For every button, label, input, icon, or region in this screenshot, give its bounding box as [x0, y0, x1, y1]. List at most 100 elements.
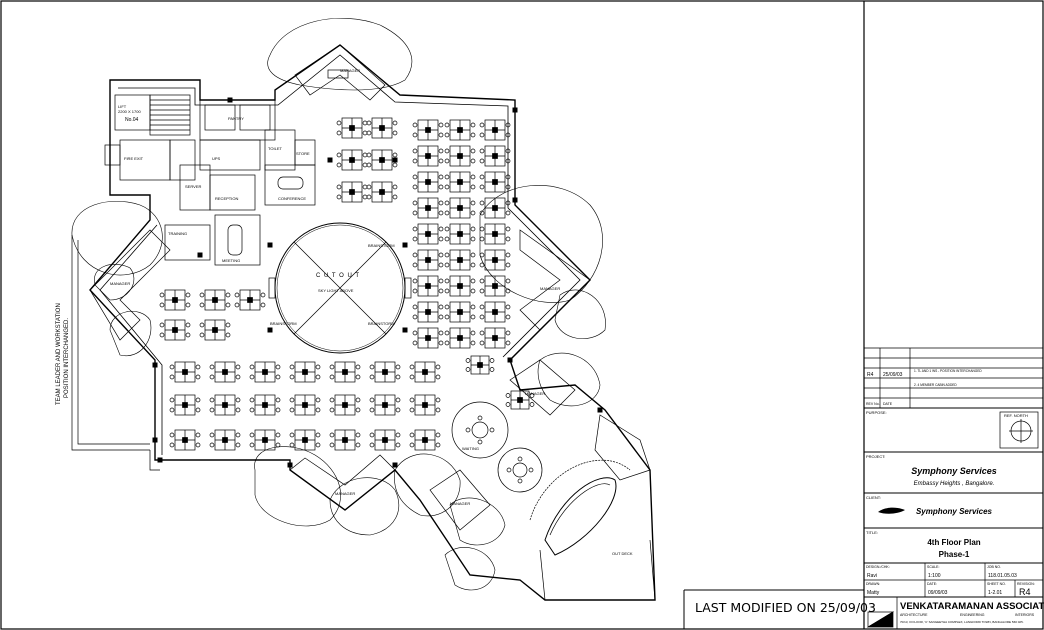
project-name: Symphony Services	[911, 466, 997, 476]
drawing-title-line1: 4th Floor Plan	[927, 538, 980, 547]
tree-canopies	[71, 18, 606, 591]
workstation-cluster	[412, 119, 444, 141]
training-label: TRAINING	[168, 231, 187, 236]
structural-column	[327, 157, 333, 163]
workstation-cluster	[444, 197, 476, 219]
workstation-cluster	[444, 119, 476, 141]
revision-label: REVISION:	[1017, 582, 1035, 586]
workstation-cluster	[249, 429, 281, 451]
workstation-cluster	[409, 429, 441, 451]
out-deck-label: OUT DECK	[612, 551, 633, 556]
side-note: TEAM LEADER AND WORKSTATION POSITION INT…	[56, 303, 70, 405]
workstation-cluster	[209, 429, 241, 451]
workstation-cluster	[479, 223, 511, 245]
purpose-label: PURPOSE:	[866, 410, 887, 415]
workstation-cluster	[479, 327, 511, 349]
client-label: CLIENT:	[866, 495, 881, 500]
workstation-cluster	[412, 327, 444, 349]
workstation-cluster	[369, 394, 401, 416]
workstation-cluster	[412, 223, 444, 245]
revision-header-date: DATE	[883, 402, 893, 406]
workstation-cluster	[209, 394, 241, 416]
workstation-cluster	[199, 319, 231, 341]
workstation-cluster	[409, 394, 441, 416]
workstation-cluster	[505, 390, 535, 410]
revision-r4-desc-2: 2. 4 MEMBER CABIN ADDED	[914, 383, 957, 387]
workstation-cluster	[199, 289, 231, 311]
revision-header-rev: REV No.	[866, 402, 880, 406]
workstation-cluster	[479, 249, 511, 271]
workstation-cluster	[444, 171, 476, 193]
structural-column	[512, 107, 518, 113]
structural-column	[597, 407, 603, 413]
lift-label: LIFT	[118, 104, 127, 109]
structural-column	[267, 327, 273, 333]
lift-number-label: No.04	[125, 117, 139, 123]
workstation-cluster	[289, 394, 321, 416]
workstation-cluster	[409, 361, 441, 383]
ups-label: UPS	[212, 156, 221, 161]
structural-column	[392, 157, 398, 163]
structural-column	[152, 437, 158, 443]
ref-north-label: REF. NORTH	[1004, 413, 1028, 418]
workstation-cluster	[479, 171, 511, 193]
structural-column	[197, 252, 203, 258]
workstation-cluster	[465, 355, 495, 375]
client-logo-icon	[878, 507, 905, 514]
brainstorm-label-top: BRAINSTORM	[368, 243, 395, 248]
workstation-cluster	[169, 394, 201, 416]
structural-column	[152, 362, 158, 368]
job-no-label: JOB NO.	[987, 565, 1001, 569]
manager-label-right: MANAGER	[540, 286, 560, 291]
title-block	[864, 347, 1043, 629]
store-label: STORE	[296, 151, 310, 156]
meeting-label: MEETING	[222, 258, 240, 263]
drawn-label: DRAWN:	[866, 582, 880, 586]
corridor-left	[71, 235, 160, 471]
revision-r4-number: R4	[867, 372, 874, 378]
design-chk-label: DESIGN./CHK:	[866, 565, 890, 569]
side-note-line1: TEAM LEADER AND WORKSTATION	[56, 303, 62, 405]
structural-column	[402, 242, 408, 248]
structural-column	[227, 97, 233, 103]
job-no-value: 118.01.05.03	[988, 573, 1017, 579]
workstation-cluster	[289, 429, 321, 451]
server-label: SERVER	[185, 184, 201, 189]
manager-label-top: MANAGER	[340, 68, 360, 73]
structural-columns	[152, 97, 603, 468]
lift-size-label: 2200 X 1700	[118, 109, 141, 114]
project-location: Embassy Heights , Bangalore.	[914, 481, 995, 487]
structural-column	[402, 327, 408, 333]
project-label: PROJECT:	[866, 454, 885, 459]
workstation-cluster	[336, 181, 368, 203]
workstation-cluster	[444, 145, 476, 167]
workstation-cluster	[369, 429, 401, 451]
manager-cabins: MANAGER MANAGER MANAGER MANAGER MANAGER …	[89, 44, 591, 531]
pantry-label: PANTRY	[228, 116, 244, 121]
workstation-cluster	[366, 149, 398, 171]
toilet-label: TOILET	[268, 146, 282, 151]
workstation-cluster	[412, 145, 444, 167]
firm-name: VENKATARAMANAN ASSOCIATES	[900, 601, 1044, 612]
workstation-cluster	[412, 249, 444, 271]
workstation-cluster	[479, 301, 511, 323]
design-chk-value: Ravi	[867, 573, 877, 579]
sheet-no-value: 1-2.01	[988, 590, 1002, 596]
firm-address: 70/13, III FLOOR, 'C' SANGEETHA COMPLEX,…	[900, 620, 1024, 624]
workstation-cluster	[169, 361, 201, 383]
client-name: Symphony Services	[916, 507, 993, 516]
workstation-cluster	[289, 361, 321, 383]
service-rooms: PANTRY UPS SERVER RECEPTION TOILET STORE	[179, 99, 316, 211]
workstation-cluster	[444, 327, 476, 349]
last-modified-stamp: LAST MODIFIED ON 25/09/03	[695, 600, 876, 615]
scale-label: SCALE:	[927, 565, 939, 569]
revision-r4-desc-1: 1. TL AND 1 WS - POSITION INTERCHANGED	[914, 369, 982, 373]
round-tables: WAITING	[451, 401, 543, 493]
sheet-no-label: SHEET NO.	[987, 582, 1006, 586]
workstation-cluster	[444, 275, 476, 297]
firm-sub-architecture: ARCHITECTURE	[900, 613, 928, 617]
workstation-cluster	[159, 319, 191, 341]
workstation-cluster	[329, 429, 361, 451]
